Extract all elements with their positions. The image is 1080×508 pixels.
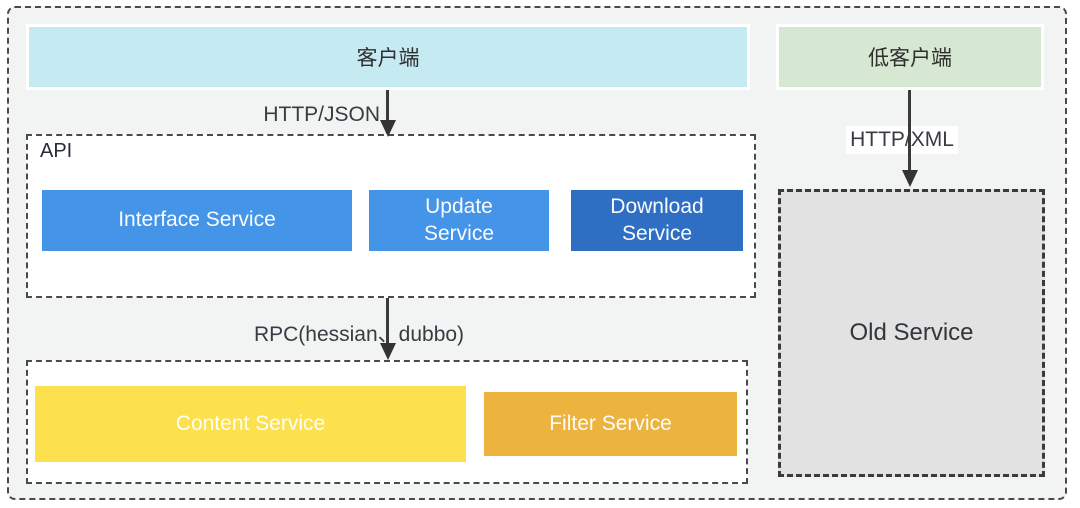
content-service-label: Content Service (175, 411, 326, 435)
download-service-node: Download Service (571, 190, 743, 251)
download-service-label: Download Service (610, 195, 704, 245)
edge-label-http-json: HTTP/JSON (263, 103, 380, 126)
update-service-node: Update Service (369, 190, 549, 251)
low-client-node: 低客户端 (776, 24, 1044, 90)
arrow-lowclient-to-old (908, 90, 911, 170)
low-client-node-label: 低客户端 (868, 47, 952, 70)
arrow-down-icon (902, 170, 918, 187)
old-service-label: Old Service (849, 319, 974, 346)
arrow-down-icon (380, 343, 396, 360)
arrow-client-to-api (386, 90, 389, 124)
edge-label-http-xml: HTTP/XML (846, 126, 958, 154)
interface-service-label: Interface Service (118, 208, 276, 232)
filter-service-node: Filter Service (484, 392, 737, 456)
arrow-down-icon (380, 120, 396, 137)
filter-service-label: Filter Service (549, 411, 672, 435)
client-node-label: 客户端 (356, 47, 420, 70)
update-service-label: Update Service (423, 195, 495, 245)
content-service-node: Content Service (35, 386, 466, 462)
interface-service-node: Interface Service (42, 190, 352, 251)
client-node: 客户端 (26, 24, 750, 90)
old-service-node: Old Service (778, 189, 1045, 477)
edge-label-rpc: RPC(hessian、dubbo) (253, 323, 465, 346)
api-group-label: API (40, 140, 73, 162)
arrow-api-to-content (386, 298, 389, 345)
